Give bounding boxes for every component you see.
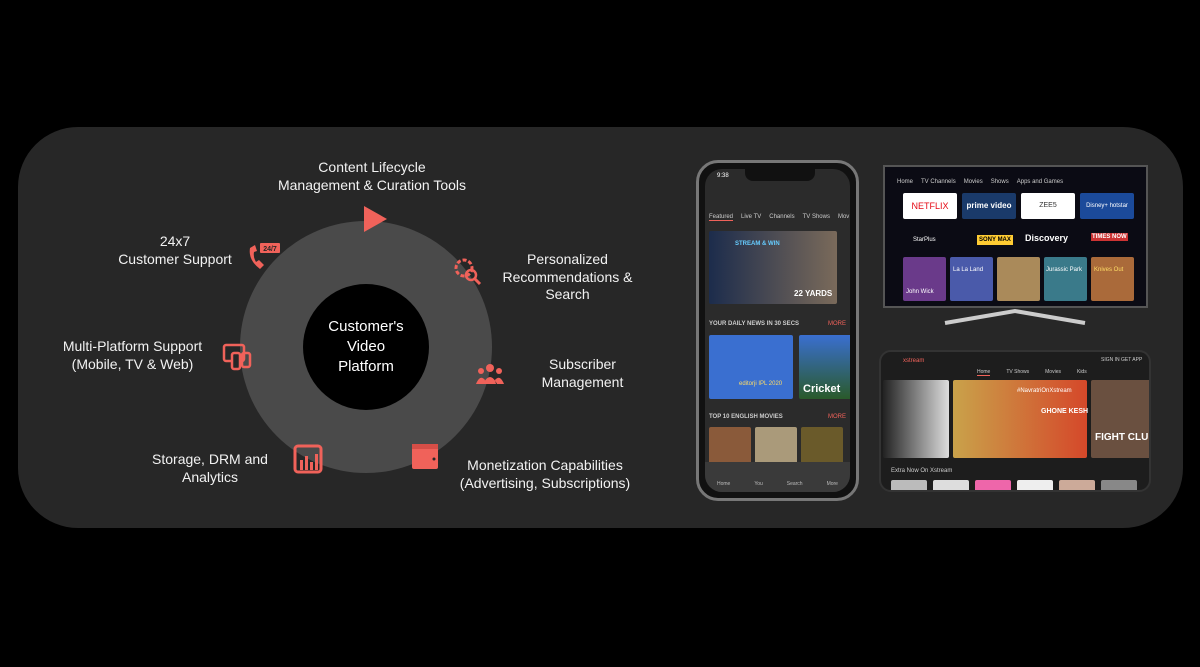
feature-label-multiplatform: Multi-Platform Support (Mobile, TV & Web… [62, 338, 203, 372]
movie-poster[interactable] [755, 427, 797, 465]
movie-poster[interactable] [801, 427, 843, 465]
app-tile-hotstar[interactable]: Disney+ hotstar [1080, 193, 1134, 219]
phone-tab[interactable]: TV Shows [802, 214, 830, 220]
app-tile-netflix[interactable]: NETFLIX [903, 193, 957, 219]
get-app-button[interactable]: GET APP [1121, 357, 1143, 363]
carousel-hero[interactable]: #NavratriOnXstream GHONE KESH [953, 380, 1088, 458]
tv-menu-item[interactable]: Movies [963, 179, 983, 185]
tv-menu-item[interactable]: TV Channels [921, 179, 956, 185]
play-icon [364, 206, 387, 232]
feature-label-support: 24x7 Customer Support [118, 233, 232, 267]
feature-label-monetization: Monetization Capabilities (Advertising, … [459, 457, 631, 491]
carousel-slide[interactable] [883, 380, 949, 458]
phone-mockup: 9:38 Featured Live TV Channels TV Shows … [696, 160, 859, 501]
movie-tile[interactable]: Knives Out [1091, 257, 1134, 301]
news-tile[interactable]: Cricket [799, 335, 850, 399]
channel-sony-max[interactable]: SONY MAX [977, 235, 1013, 245]
movie-tile[interactable]: John Wick [903, 257, 946, 301]
svg-text:24/7: 24/7 [263, 246, 277, 253]
app-tile-zee5[interactable]: ZEE5 [1021, 193, 1075, 219]
phone-bottom-nav: Home You Search More [705, 462, 850, 492]
phone-time: 9:38 [717, 173, 729, 179]
nav-you[interactable]: You [754, 481, 763, 487]
phone-tabs: Featured Live TV Channels TV Shows Mov [709, 214, 849, 221]
section-title: TOP 10 ENGLISH MOVIES [709, 414, 783, 420]
phone-banner[interactable]: STREAM & WIN 22 YARDS [709, 231, 837, 304]
tv-menu-item[interactable]: Apps and Games [1016, 179, 1064, 185]
web-nav-item[interactable]: Home [977, 369, 991, 376]
tv-menu-item[interactable]: Home [897, 179, 914, 185]
phone-tab[interactable]: Channels [769, 214, 795, 220]
sign-in-button[interactable]: SIGN IN [1101, 357, 1120, 363]
more-link[interactable]: MORE [828, 414, 846, 420]
feature-label-subscriber: Subscriber Management [541, 356, 624, 390]
devices-icon [222, 343, 252, 371]
feature-label-storage: Storage, DRM and Analytics [152, 451, 268, 485]
channel-starplus[interactable]: StarPlus [913, 237, 936, 243]
feature-label-personalized: Personalized Recommendations & Search [502, 251, 633, 302]
tv-menu-item[interactable]: Shows [990, 179, 1009, 185]
app-tile-prime[interactable]: prime video [962, 193, 1016, 219]
movie-tile[interactable]: La La Land [950, 257, 993, 301]
web-nav-item[interactable]: TV Shows [1006, 369, 1030, 375]
center-circle: Customer's Video Platform [303, 284, 429, 410]
phone-tab[interactable]: Featured [709, 214, 734, 221]
web-logo[interactable]: xstream [903, 358, 925, 364]
more-link[interactable]: MORE [828, 321, 846, 327]
wallet-icon [412, 444, 438, 469]
news-tile[interactable]: editorji IPL 2020 [709, 335, 793, 399]
users-icon [476, 364, 504, 384]
tv-stand [944, 308, 1086, 325]
phone-tab[interactable]: Mov [837, 214, 850, 220]
web-nav-item[interactable]: Kids [1076, 369, 1087, 375]
row-title: Extra Now On Xstream [891, 468, 953, 474]
channel-discovery[interactable]: Discovery [1025, 233, 1069, 243]
web-mockup: xstream Home TV Shows Movies Kids SIGN I… [879, 350, 1151, 492]
section-title: YOUR DAILY NEWS IN 30 SECS [709, 321, 800, 327]
gear-search-icon [454, 258, 482, 286]
web-nav-item[interactable]: Movies [1045, 369, 1061, 375]
carousel-slide[interactable]: FIGHT CLU [1091, 380, 1149, 458]
tv-mockup: Home TV Channels Movies Shows Apps and G… [883, 165, 1148, 308]
movie-poster[interactable] [709, 427, 751, 465]
movie-tile[interactable] [997, 257, 1040, 301]
phone-tab[interactable]: Live TV [741, 214, 762, 220]
feature-label-content-lifecycle: Content Lifecycle Management & Curation … [277, 159, 467, 193]
nav-search[interactable]: Search [786, 481, 803, 487]
phone-24-7-icon: 24/7 [249, 243, 280, 269]
bar-chart-icon [293, 444, 323, 474]
nav-home[interactable]: Home [716, 481, 731, 487]
nav-more[interactable]: More [826, 481, 838, 487]
movie-tile[interactable]: Jurassic Park [1044, 257, 1087, 301]
tv-menu: Home TV Channels Movies Shows Apps and G… [897, 179, 1063, 185]
channel-times-now[interactable]: TIMES NOW [1091, 233, 1128, 241]
